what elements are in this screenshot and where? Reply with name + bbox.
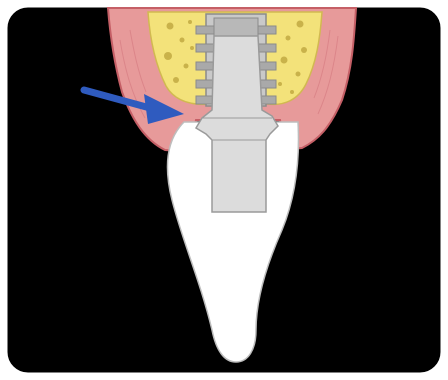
implant-diagram [0, 0, 448, 380]
diagram-canvas [0, 0, 448, 380]
